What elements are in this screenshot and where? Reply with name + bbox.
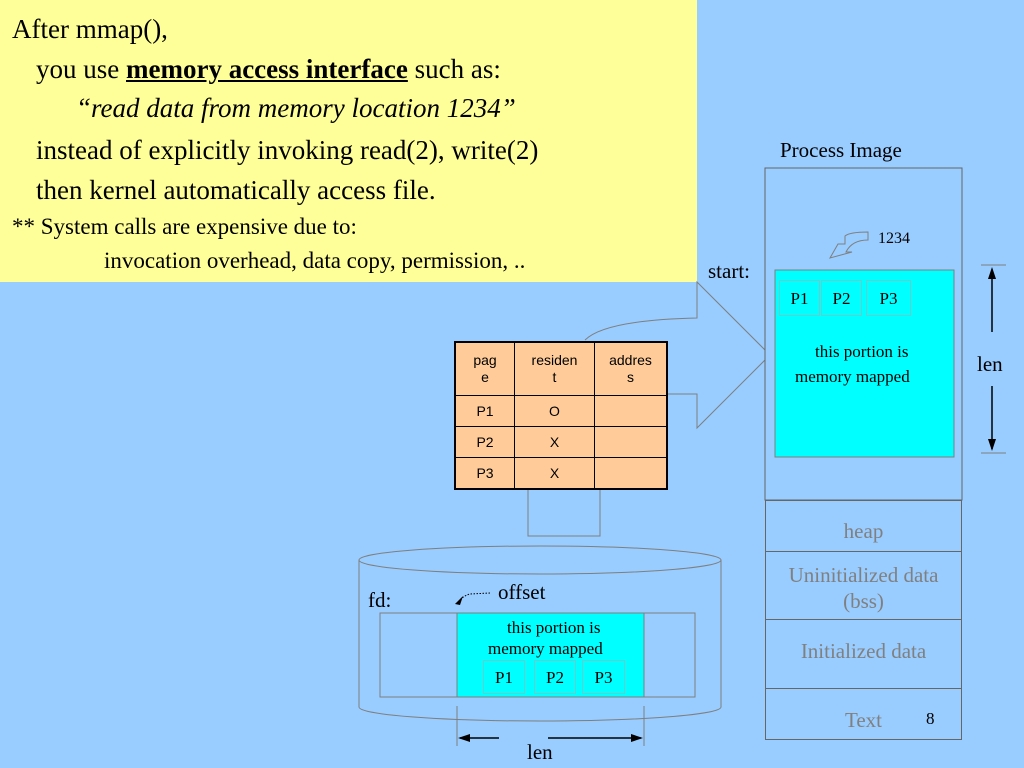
- cell-address: [594, 395, 668, 427]
- process-image-title: Process Image: [780, 138, 902, 162]
- note-box: After mmap(), you use memory access inte…: [0, 0, 697, 282]
- header-resident: residen t: [514, 341, 595, 396]
- offset-label: offset: [498, 580, 546, 604]
- page-table: pag e residen t addres s P1 O P2 X P3 X: [454, 341, 668, 490]
- address-label: 1234: [878, 230, 910, 247]
- cell-page: P3: [454, 457, 515, 490]
- fd-label: fd:: [368, 588, 392, 612]
- cell-resident: X: [514, 426, 595, 458]
- file-mapped-text: this portion is: [507, 618, 601, 637]
- segment-heap: heap: [765, 500, 962, 552]
- process-mapped-text: memory mapped: [795, 367, 910, 386]
- table-row: P2 X: [454, 426, 668, 458]
- cell-page: P2: [454, 426, 515, 458]
- emphasis-term: memory access interface: [126, 54, 408, 84]
- segment-bss: Uninitialized data(bss): [765, 551, 962, 620]
- start-label: start:: [708, 259, 750, 283]
- header-address: addres s: [594, 341, 668, 396]
- process-page-p3: P3: [866, 280, 911, 316]
- note-line: “read data from memory location 1234”: [76, 93, 516, 123]
- file-page-p2: P2: [534, 660, 576, 694]
- table-row: P3 X: [454, 457, 668, 490]
- process-page-p1: P1: [779, 280, 820, 316]
- cell-resident: X: [514, 457, 595, 490]
- note-line: ** System calls are expensive due to:: [12, 214, 357, 239]
- process-page-p2: P2: [821, 280, 862, 316]
- file-cylinder-top: [358, 545, 722, 575]
- cell-address: [594, 426, 668, 458]
- note-line: After mmap(),: [12, 14, 168, 44]
- segment-text: Text: [765, 688, 962, 740]
- table-row: P1 O: [454, 395, 668, 427]
- cell-resident: O: [514, 395, 595, 427]
- page-table-header: pag e residen t addres s: [454, 341, 668, 396]
- address-arrow: [828, 231, 869, 259]
- file-mapped-region: [456, 612, 645, 698]
- process-mapped-region: [774, 269, 955, 458]
- process-len-label: len: [977, 352, 1003, 376]
- file-mapped-text: memory mapped: [488, 639, 603, 658]
- note-line: then kernel automatically access file.: [36, 175, 436, 205]
- file-page-p1: P1: [483, 660, 525, 694]
- note-line: instead of explicitly invoking read(2), …: [36, 135, 539, 165]
- header-page: pag e: [454, 341, 515, 396]
- cell-page: P1: [454, 395, 515, 427]
- process-mapped-text: this portion is: [815, 342, 909, 361]
- slide-number: 8: [926, 709, 935, 728]
- note-line: you use memory access interface such as:: [36, 54, 501, 84]
- note-line: invocation overhead, data copy, permissi…: [104, 248, 526, 273]
- cell-address: [594, 457, 668, 490]
- segment-initialized-data: Initialized data: [765, 619, 962, 689]
- file-len-label: len: [527, 740, 553, 764]
- table-connector: [527, 487, 601, 537]
- file-page-p3: P3: [582, 660, 625, 694]
